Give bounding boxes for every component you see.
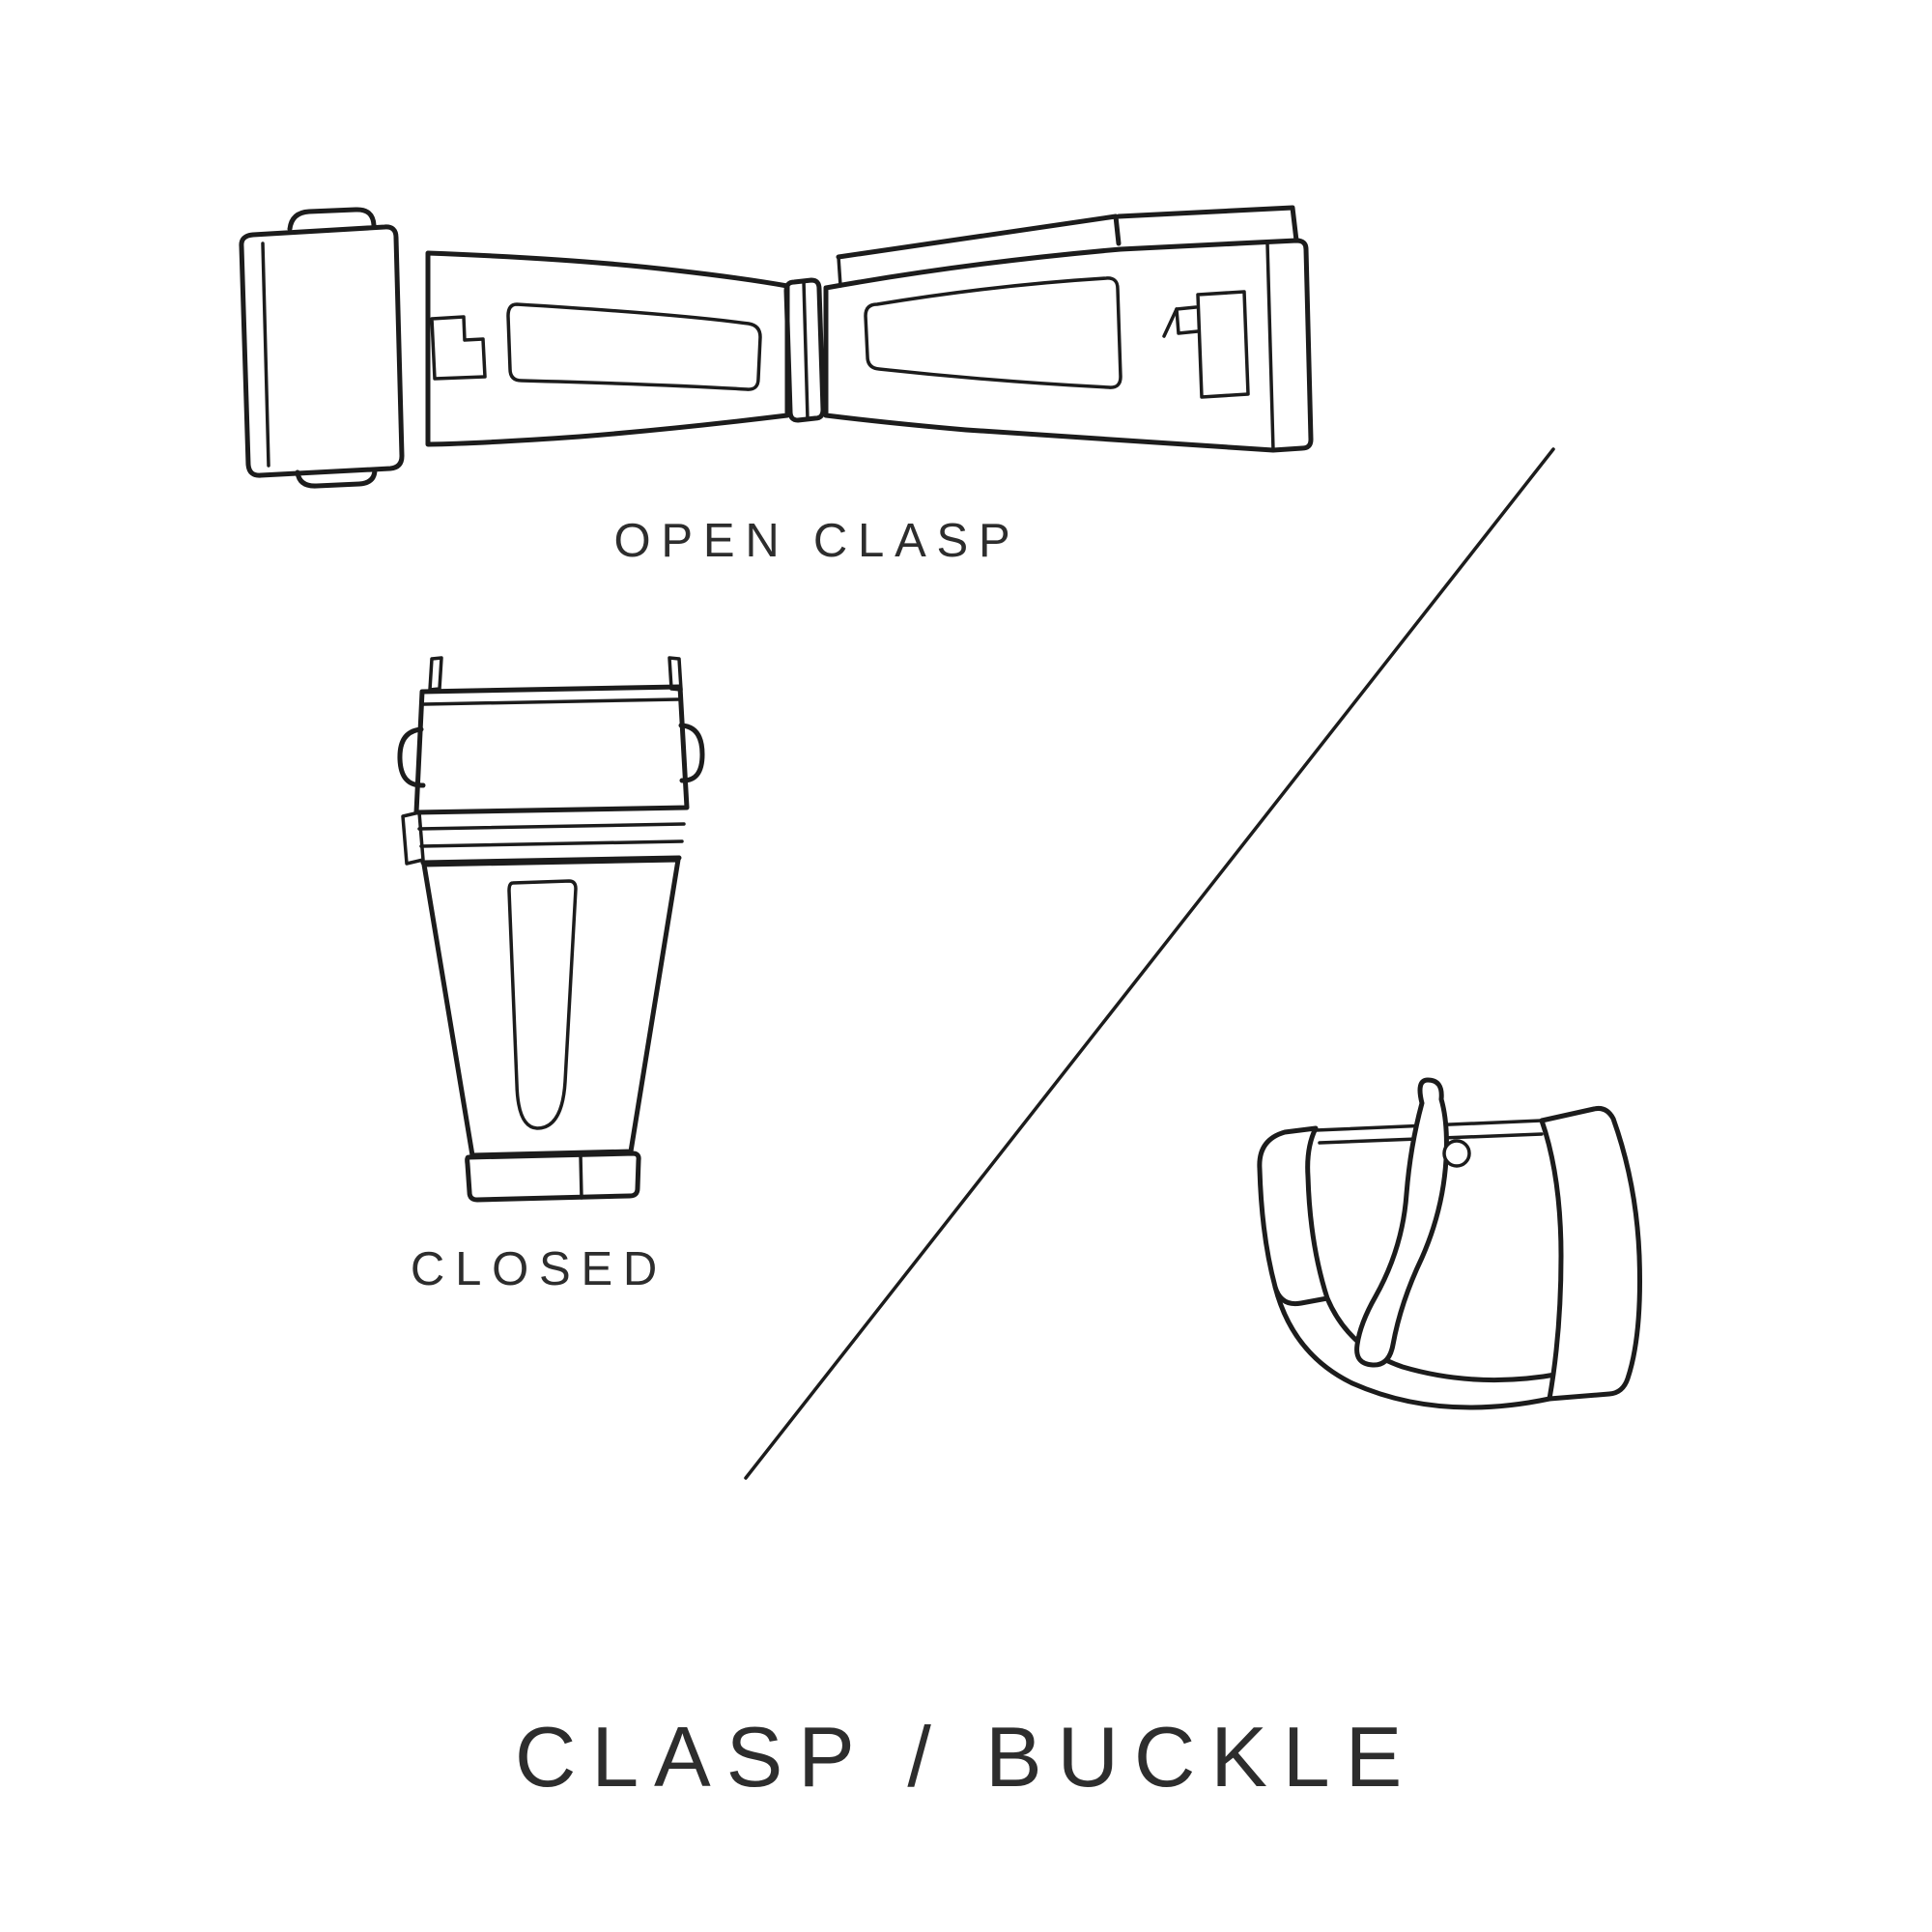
page-title: CLASP / BUCKLE bbox=[514, 1709, 1418, 1804]
open-clasp-label: OPEN CLASP bbox=[613, 515, 1021, 567]
open-clasp-illustration bbox=[239, 205, 1314, 489]
buckle-illustration bbox=[1257, 1077, 1642, 1410]
closed-clasp-label: CLOSED bbox=[410, 1243, 668, 1295]
closed-clasp-illustration bbox=[397, 656, 705, 1203]
diagonal-divider bbox=[744, 447, 1555, 1480]
